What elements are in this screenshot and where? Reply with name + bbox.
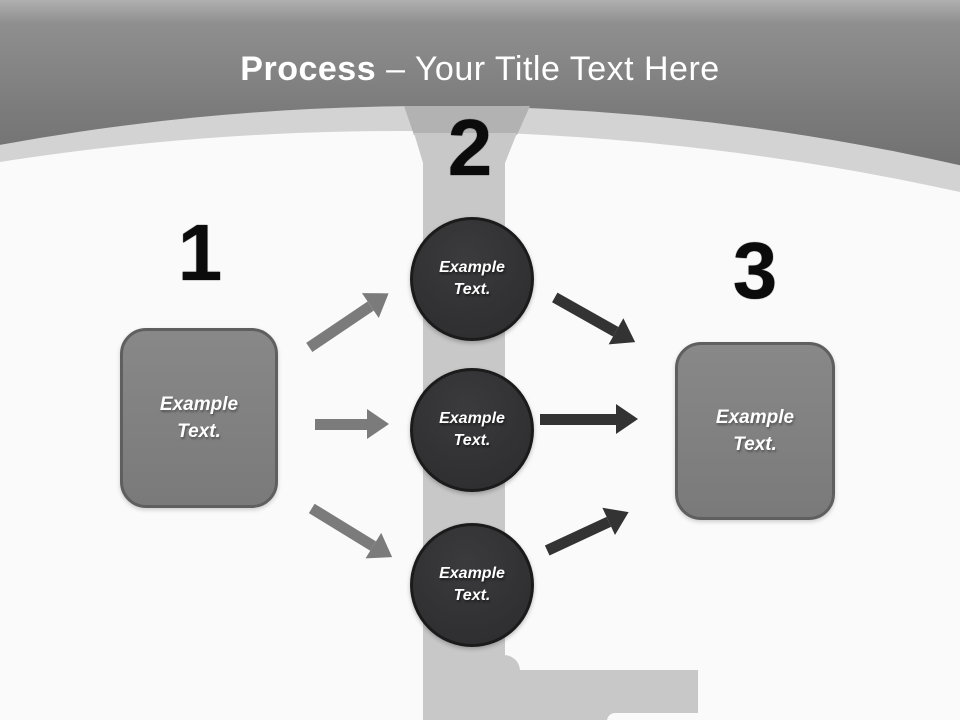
- step-2-circle-bottom: Example Text.: [410, 523, 534, 647]
- slide-title: Process– Your Title Text Here: [0, 50, 960, 89]
- slide-title-emphasis: Process: [240, 50, 377, 88]
- arrow-shaft: [540, 413, 616, 425]
- step-number-1: 1: [177, 208, 223, 297]
- slide-title-rest: – Your Title Text Here: [386, 50, 720, 88]
- step-3-box-label: Example Text.: [715, 407, 795, 455]
- step-1-box: Example Text.: [120, 328, 278, 508]
- pipe-horizontal: [504, 670, 698, 720]
- step-2-circle-top: Example Text.: [410, 217, 534, 341]
- arrow-shaft: [315, 418, 367, 430]
- step-number-3: 3: [732, 226, 778, 315]
- pipe-notch: [607, 713, 699, 720]
- arrow-circle-middle-to-box3: [540, 403, 638, 435]
- step-3-box: Example Text.: [675, 342, 835, 520]
- step-1-box-label: Example Text.: [159, 394, 239, 442]
- arrow-head-icon: [367, 409, 389, 439]
- step-number-2: 2: [447, 103, 493, 192]
- pipe-funnel-upper: [404, 106, 530, 135]
- step-2-circle-top-label: Example Text.: [439, 259, 505, 298]
- step-2-circle-middle-label: Example Text.: [439, 410, 505, 449]
- step-2-circle-bottom-label: Example Text.: [439, 565, 505, 604]
- arrow-head-icon: [616, 404, 638, 434]
- step-2-circle-middle: Example Text.: [410, 368, 534, 492]
- arrow-box1-to-circle-middle: [315, 408, 389, 440]
